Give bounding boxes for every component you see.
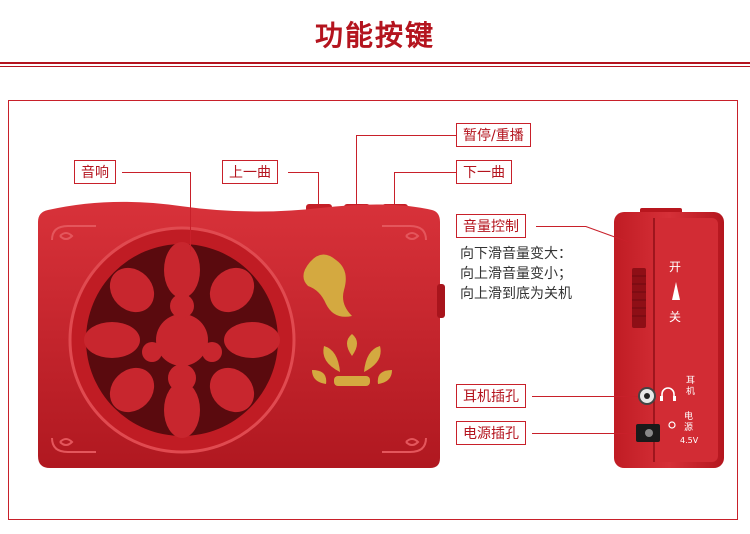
label-prev-track: 上一曲 bbox=[222, 160, 278, 184]
label-speaker: 音响 bbox=[74, 160, 116, 184]
volume-note-1: 向下滑音量变大： bbox=[460, 246, 572, 262]
device-side-panel bbox=[654, 218, 718, 462]
lotus-emblem bbox=[303, 254, 392, 386]
label-power-jack: 电源插孔 bbox=[456, 421, 526, 445]
power-mark: 电源 bbox=[684, 412, 694, 433]
leader-prev-h bbox=[288, 172, 318, 173]
earphone-mark: 耳机 bbox=[686, 376, 696, 397]
volume-slider-slot bbox=[632, 268, 646, 328]
headphone-icon bbox=[661, 387, 675, 398]
leader-earphone-h bbox=[532, 396, 638, 397]
leader-speaker-v bbox=[190, 172, 191, 252]
leader-next-v bbox=[394, 172, 395, 204]
speaker-grille bbox=[68, 226, 296, 454]
switch-on-mark: 开 bbox=[669, 260, 682, 274]
corner-scroll bbox=[51, 225, 427, 453]
page-title: 功能按键 bbox=[314, 19, 435, 52]
leader-volume-h bbox=[536, 226, 586, 227]
voltage-mark: 4.5V bbox=[680, 436, 699, 445]
leader-next-h bbox=[394, 172, 456, 173]
label-volume: 音量控制 bbox=[456, 214, 526, 238]
title-rule-thin bbox=[0, 66, 750, 67]
leader-prev-v bbox=[318, 172, 319, 204]
leader-power-h bbox=[532, 433, 636, 434]
polarity-icon bbox=[668, 421, 676, 429]
volume-wheel-front bbox=[437, 284, 445, 318]
label-pause-replay: 暂停/重播 bbox=[456, 123, 531, 147]
content-frame bbox=[8, 100, 738, 520]
title-rule bbox=[0, 62, 750, 64]
slide-arrow bbox=[672, 282, 680, 300]
label-earphone-jack: 耳机插孔 bbox=[456, 384, 526, 408]
switch-off-mark: 关 bbox=[669, 310, 682, 324]
volume-note-2: 向上滑音量变小； bbox=[460, 266, 572, 282]
leader-speaker-h bbox=[122, 172, 190, 173]
leader-pause-v bbox=[356, 135, 357, 204]
leader-pause-h bbox=[356, 135, 456, 136]
label-next-track: 下一曲 bbox=[456, 160, 512, 184]
volume-note-3: 向上滑到底为关机 bbox=[460, 286, 572, 302]
